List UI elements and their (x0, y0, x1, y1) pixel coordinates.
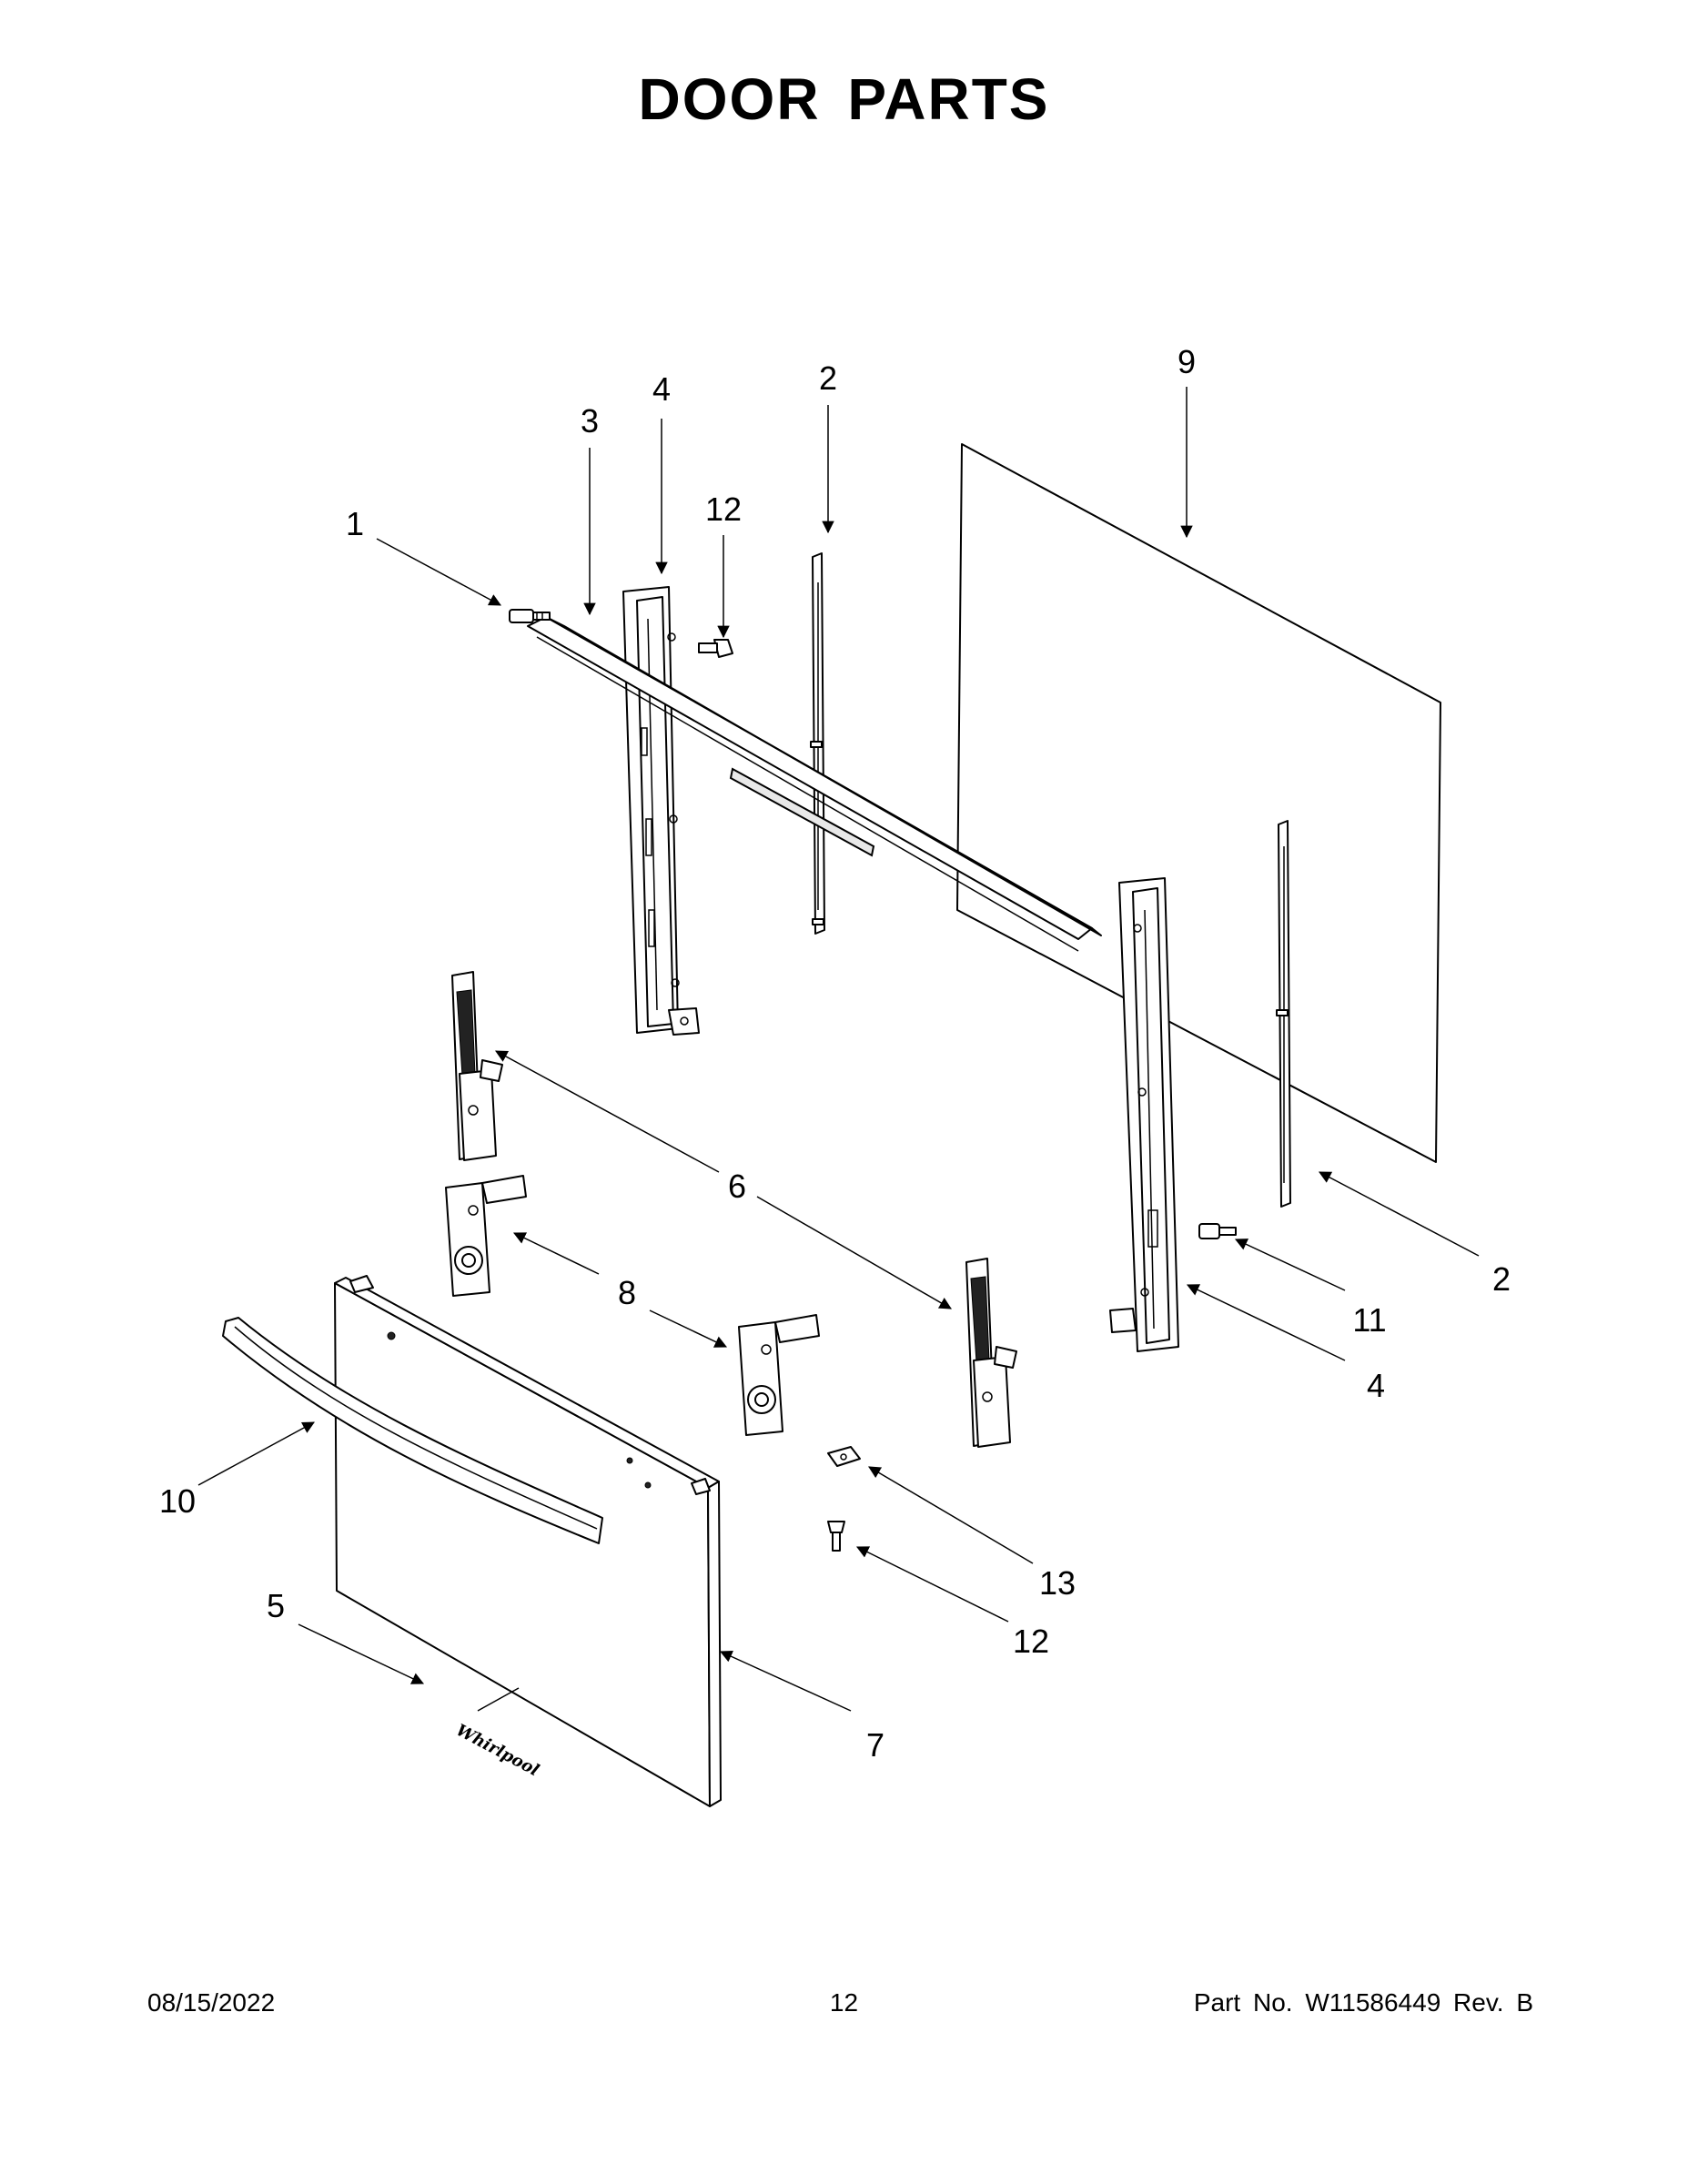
leader-lines (197, 387, 1480, 1712)
hinge-receptacle-left (445, 1175, 527, 1297)
callout-9: 9 (1178, 343, 1196, 380)
hinge-receptacle-right (738, 1314, 820, 1436)
footer-page-number: 12 (829, 1988, 859, 2017)
glass-retainer-left (810, 552, 825, 935)
leader-5 (298, 1623, 425, 1684)
callout-12-upper: 12 (705, 490, 742, 528)
clip-part-13 (827, 1446, 861, 1467)
door-channel-left (622, 586, 700, 1036)
leader-8-right (649, 1309, 728, 1348)
hinge-right (965, 1258, 1017, 1448)
callout-labels: 1 3 4 12 2 9 6 8 2 11 4 13 12 10 5 7 (159, 343, 1511, 1764)
callout-2-upper: 2 (819, 359, 837, 397)
leader-1 (376, 538, 501, 606)
whirlpool-logo: Whirlpool (453, 1721, 542, 1781)
leader-2-lower (1319, 1171, 1480, 1257)
footer-date: 08/15/2022 (147, 1988, 276, 2017)
hinge-left (451, 971, 503, 1161)
outer-door-panel: Whirlpool (334, 1275, 722, 1807)
callout-3: 3 (581, 402, 599, 440)
screw-part-11 (1198, 1223, 1237, 1239)
leader-10 (197, 1421, 315, 1486)
callout-2-lower: 2 (1492, 1260, 1511, 1298)
leader-13 (868, 1466, 1034, 1564)
glass-retainer-right (1276, 820, 1291, 1208)
callout-10: 10 (159, 1482, 196, 1520)
page-title: DOOR PARTS (638, 66, 1050, 132)
leader-6-right (756, 1196, 952, 1309)
callout-7: 7 (866, 1726, 884, 1764)
callout-6: 6 (728, 1168, 746, 1205)
callout-4-upper: 4 (652, 370, 671, 408)
leader-11 (1234, 1239, 1346, 1291)
leader-12-lower (855, 1546, 1009, 1623)
inner-glass-panel (956, 443, 1441, 1163)
leader-6-left (495, 1050, 720, 1173)
callout-1: 1 (346, 505, 364, 542)
screw-part-12-lower (827, 1521, 845, 1552)
screw-part-1 (509, 609, 551, 623)
screw-part-12-upper (698, 639, 733, 658)
footer-part-number: Part No. W11586449 Rev. B (1193, 1988, 1533, 2017)
leader-4-lower (1186, 1284, 1346, 1361)
callout-13: 13 (1039, 1564, 1076, 1602)
callout-5: 5 (267, 1587, 285, 1624)
door-handle (222, 1317, 603, 1544)
callout-12-lower: 12 (1013, 1623, 1049, 1660)
callout-11: 11 (1352, 1301, 1386, 1339)
door-channel-right (1109, 877, 1179, 1352)
callout-4-lower: 4 (1367, 1367, 1385, 1404)
callout-8: 8 (618, 1274, 636, 1311)
leader-7 (719, 1650, 852, 1712)
leader-8-left (512, 1232, 600, 1275)
